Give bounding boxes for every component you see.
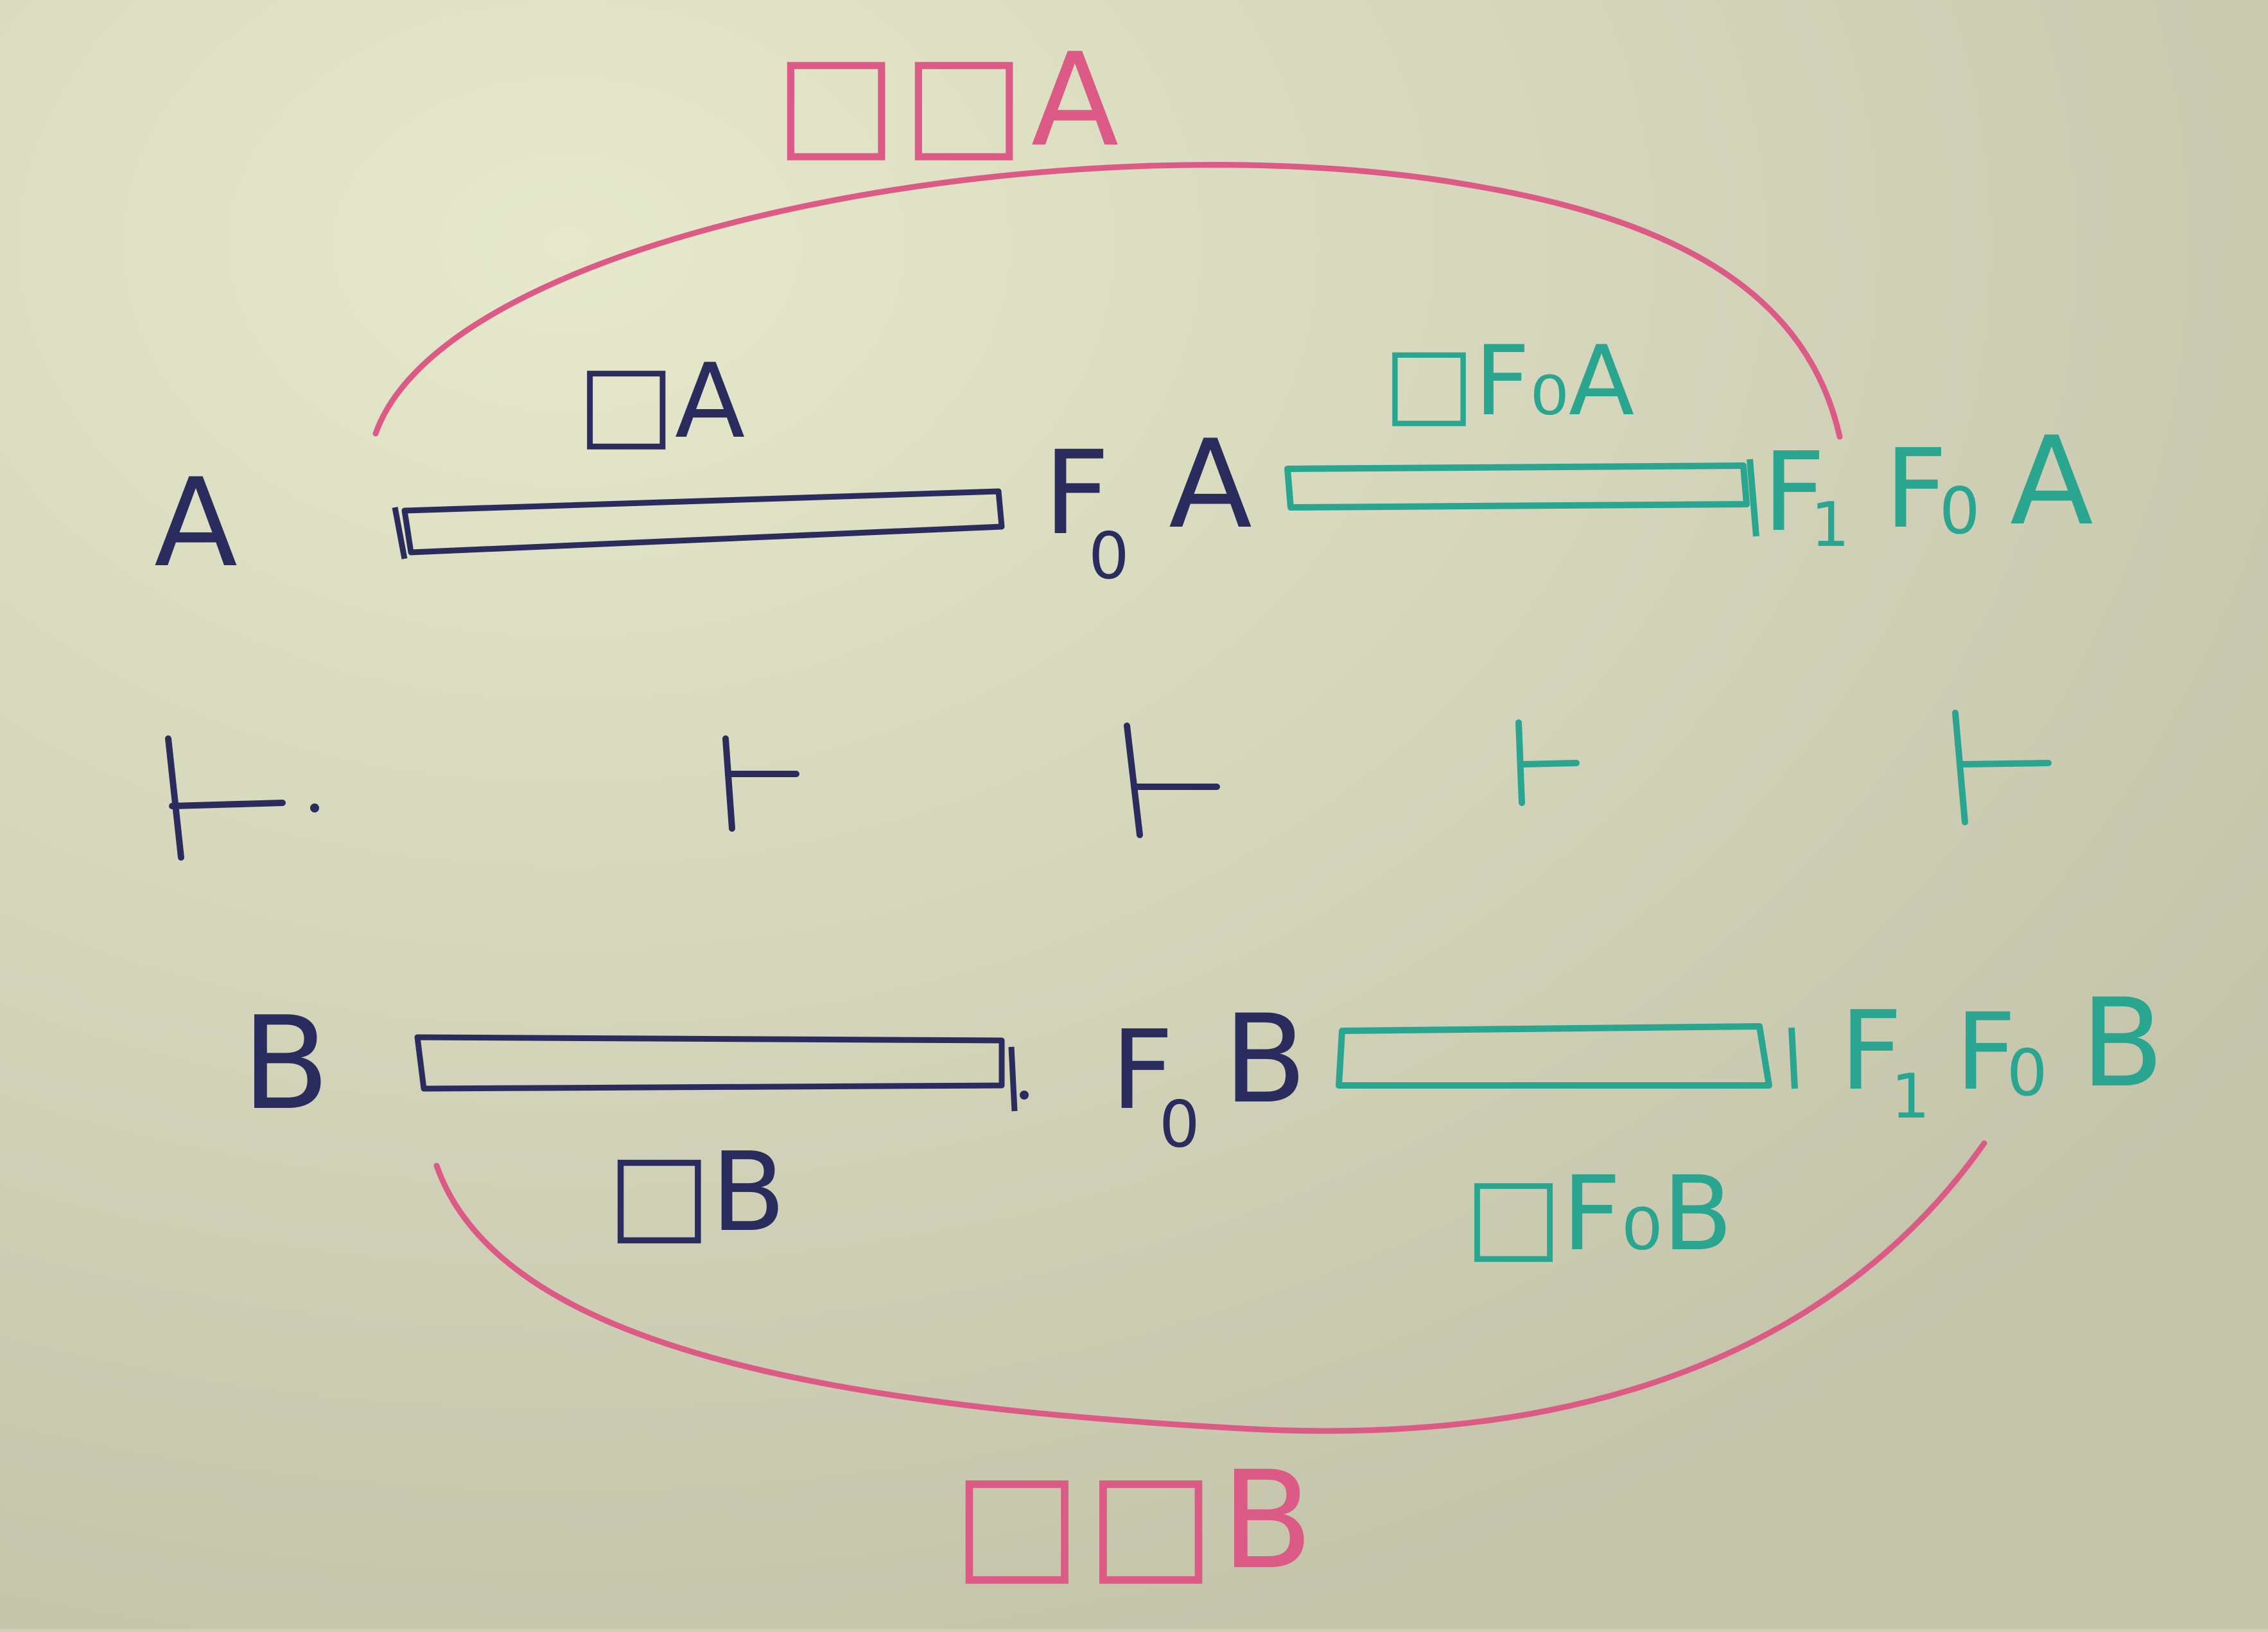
- bottom-middle-object: F 0 B: [1111, 988, 1307, 1162]
- top-end-f1: F: [1763, 429, 1826, 556]
- bottom-arrow-1: [414, 1034, 1018, 1112]
- bottom-arrow-1-label: □B: [607, 1129, 785, 1256]
- bottom-arc-label: □□B: [954, 1442, 1320, 1599]
- top-start-object: A: [154, 452, 238, 594]
- bottom-arrow-2: [1336, 1023, 1798, 1089]
- top-arrow-2: [1284, 459, 1759, 537]
- bottom-arrow-2-label: □F₀B: [1465, 1154, 1732, 1274]
- bottom-end-object: F 1 F 0 B: [1840, 972, 2164, 1132]
- top-end-f0-subscript: 0: [1939, 473, 1980, 548]
- top-end-f1-subscript: 1: [1811, 490, 1849, 561]
- top-middle-object: F 0 A: [1043, 414, 1252, 593]
- top-mid-functor: F: [1043, 426, 1110, 561]
- top-arc-arrow: [372, 162, 1843, 440]
- bottom-end-object: B: [2080, 972, 2164, 1114]
- top-arrow-2-label: □F₀A: [1384, 326, 1635, 437]
- top-arrow-1-label: □A: [578, 341, 746, 461]
- bottom-end-f0-subscript: 0: [2007, 1035, 2048, 1110]
- top-mid-object: A: [1169, 414, 1252, 556]
- turnstile-1: [165, 735, 319, 861]
- bottom-arc-arrow: [433, 1140, 1987, 1434]
- turnstile-2: [722, 735, 799, 832]
- top-arrow-1: [392, 488, 1005, 559]
- bottom-end-f1-subscript: 1: [1891, 1062, 1930, 1132]
- turnstile-5: [1952, 710, 2052, 825]
- bottom-end-f0: F: [1955, 990, 2016, 1114]
- top-end-object: A: [2010, 410, 2093, 552]
- bottom-mid-object: B: [1223, 988, 1307, 1130]
- turnstile-row: [165, 710, 2052, 861]
- top-end-f0: F: [1885, 426, 1948, 553]
- bottom-end-f1: F: [1840, 988, 1903, 1115]
- turnstile-4: [1515, 719, 1580, 806]
- top-arc-label: □□A: [776, 26, 1126, 175]
- top-end-object: F 1 F 0 A: [1763, 410, 2093, 561]
- bottom-mid-subscript: 0: [1159, 1087, 1200, 1162]
- bottom-arrow-1-dot: [1020, 1091, 1029, 1100]
- bottom-start-object: B: [241, 989, 329, 1139]
- turnstile-3: [1124, 723, 1220, 838]
- bottom-mid-functor: F: [1111, 1007, 1174, 1134]
- top-mid-subscript: 0: [1088, 518, 1130, 593]
